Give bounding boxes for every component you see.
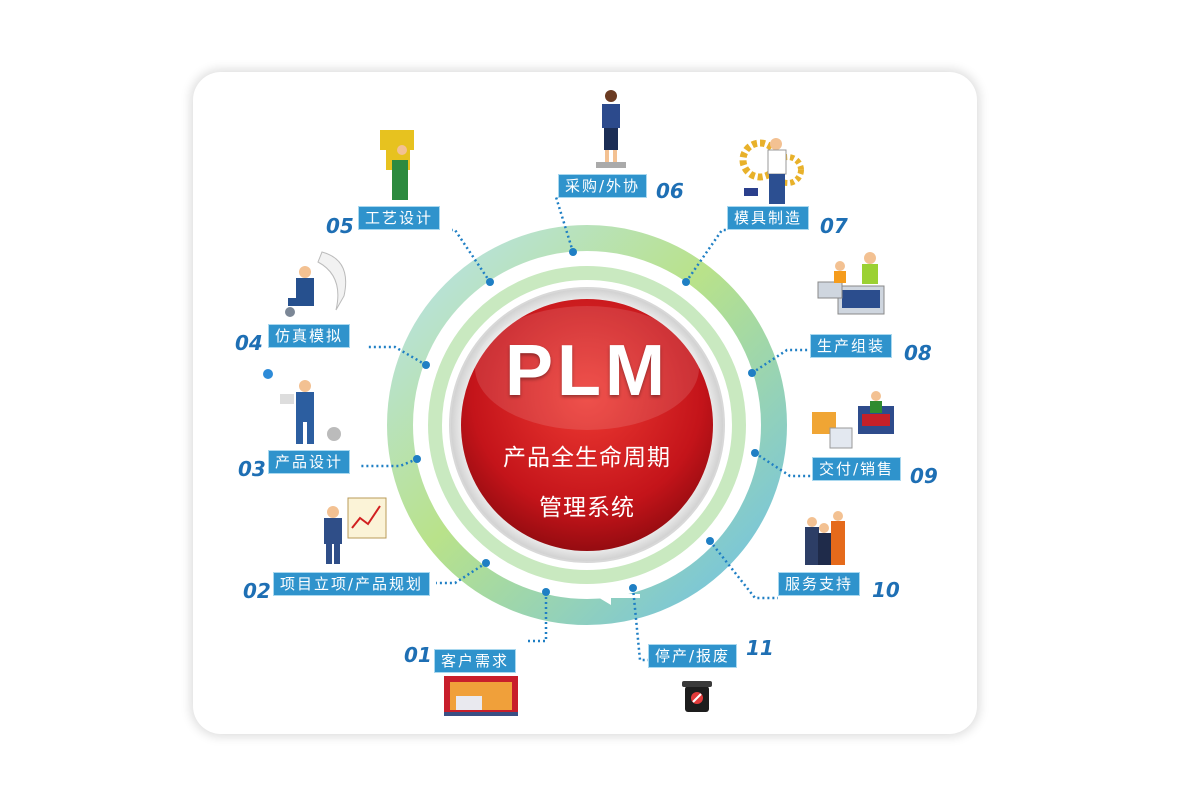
process-design-icon: [380, 130, 414, 200]
customer-needs-icon: [444, 676, 518, 716]
stage-label-02: 项目立项/产品规划: [273, 572, 431, 596]
connector-08: [751, 348, 810, 375]
stage-number-07: 07: [820, 214, 848, 238]
stage-number-05: 05: [326, 214, 354, 238]
delivery-sales-icon: [812, 391, 894, 449]
stage-label-06: 采购/外协: [558, 174, 648, 198]
cycle-arrow-head: [596, 587, 611, 605]
dot-11: [629, 584, 637, 592]
connector-03: [360, 457, 418, 468]
stage-label-05: 工艺设计: [358, 206, 441, 230]
inner-ring: [428, 266, 746, 584]
dot-10: [706, 537, 714, 545]
plm-title: PLM: [505, 331, 669, 411]
plm-subtitle-line2: 管理系统: [539, 495, 635, 521]
product-design-icon: [263, 369, 341, 444]
dot-04: [422, 361, 430, 369]
stage-label-09: 交付/销售: [812, 457, 902, 481]
stage-number-01: 01: [404, 643, 432, 667]
stage-label-01: 客户需求: [434, 649, 517, 673]
simulation-icon: [285, 251, 347, 317]
stage-number-04: 04: [235, 331, 263, 355]
connector-05: [452, 228, 492, 283]
dot-03: [413, 455, 421, 463]
connector-01: [527, 592, 548, 643]
stage-label-08: 生产组装: [810, 334, 893, 358]
plm-subtitle-line1: 产品全生命周期: [503, 445, 671, 471]
stage-number-08: 08: [904, 341, 932, 365]
mold-manufacturing-icon: [739, 138, 804, 204]
dot-09: [751, 449, 759, 457]
stage-number-06: 06: [656, 179, 684, 203]
inner-gap-ring: [418, 256, 756, 594]
stage-label-11: 停产/报废: [648, 644, 738, 668]
stage-label-04: 仿真模拟: [268, 324, 351, 348]
stage-number-10: 10: [872, 578, 900, 602]
dot-01: [542, 588, 550, 596]
stage-label-07: 模具制造: [727, 206, 810, 230]
dot-07: [682, 278, 690, 286]
stage-number-11: 11: [746, 636, 774, 660]
project-planning-icon: [324, 497, 387, 564]
connector-09: [754, 451, 812, 478]
service-support-icon: [805, 511, 845, 565]
stage-label-10: 服务支持: [778, 572, 861, 596]
center-disc: [461, 299, 713, 551]
connector-02: [436, 561, 487, 585]
stage-number-09: 09: [910, 464, 938, 488]
connector-dots: [413, 248, 759, 596]
dot-02: [482, 559, 490, 567]
center-gloss: [475, 306, 699, 430]
connector-07: [684, 228, 728, 283]
stage-label-03: 产品设计: [268, 450, 351, 474]
discontinue-scrap-icon: [682, 681, 712, 712]
dot-05: [486, 278, 494, 286]
lifecycle-ring: [387, 225, 787, 625]
production-assembly-icon: [817, 252, 885, 315]
stage-number-02: 02: [243, 579, 271, 603]
plm-center: PLM 产品全生命周期 管理系统: [459, 298, 715, 554]
procurement-icon: [596, 90, 626, 168]
stage-number-03: 03: [238, 457, 266, 481]
connectors: [360, 195, 812, 662]
connector-04: [368, 345, 427, 367]
dot-06: [569, 248, 577, 256]
dot-08: [748, 369, 756, 377]
